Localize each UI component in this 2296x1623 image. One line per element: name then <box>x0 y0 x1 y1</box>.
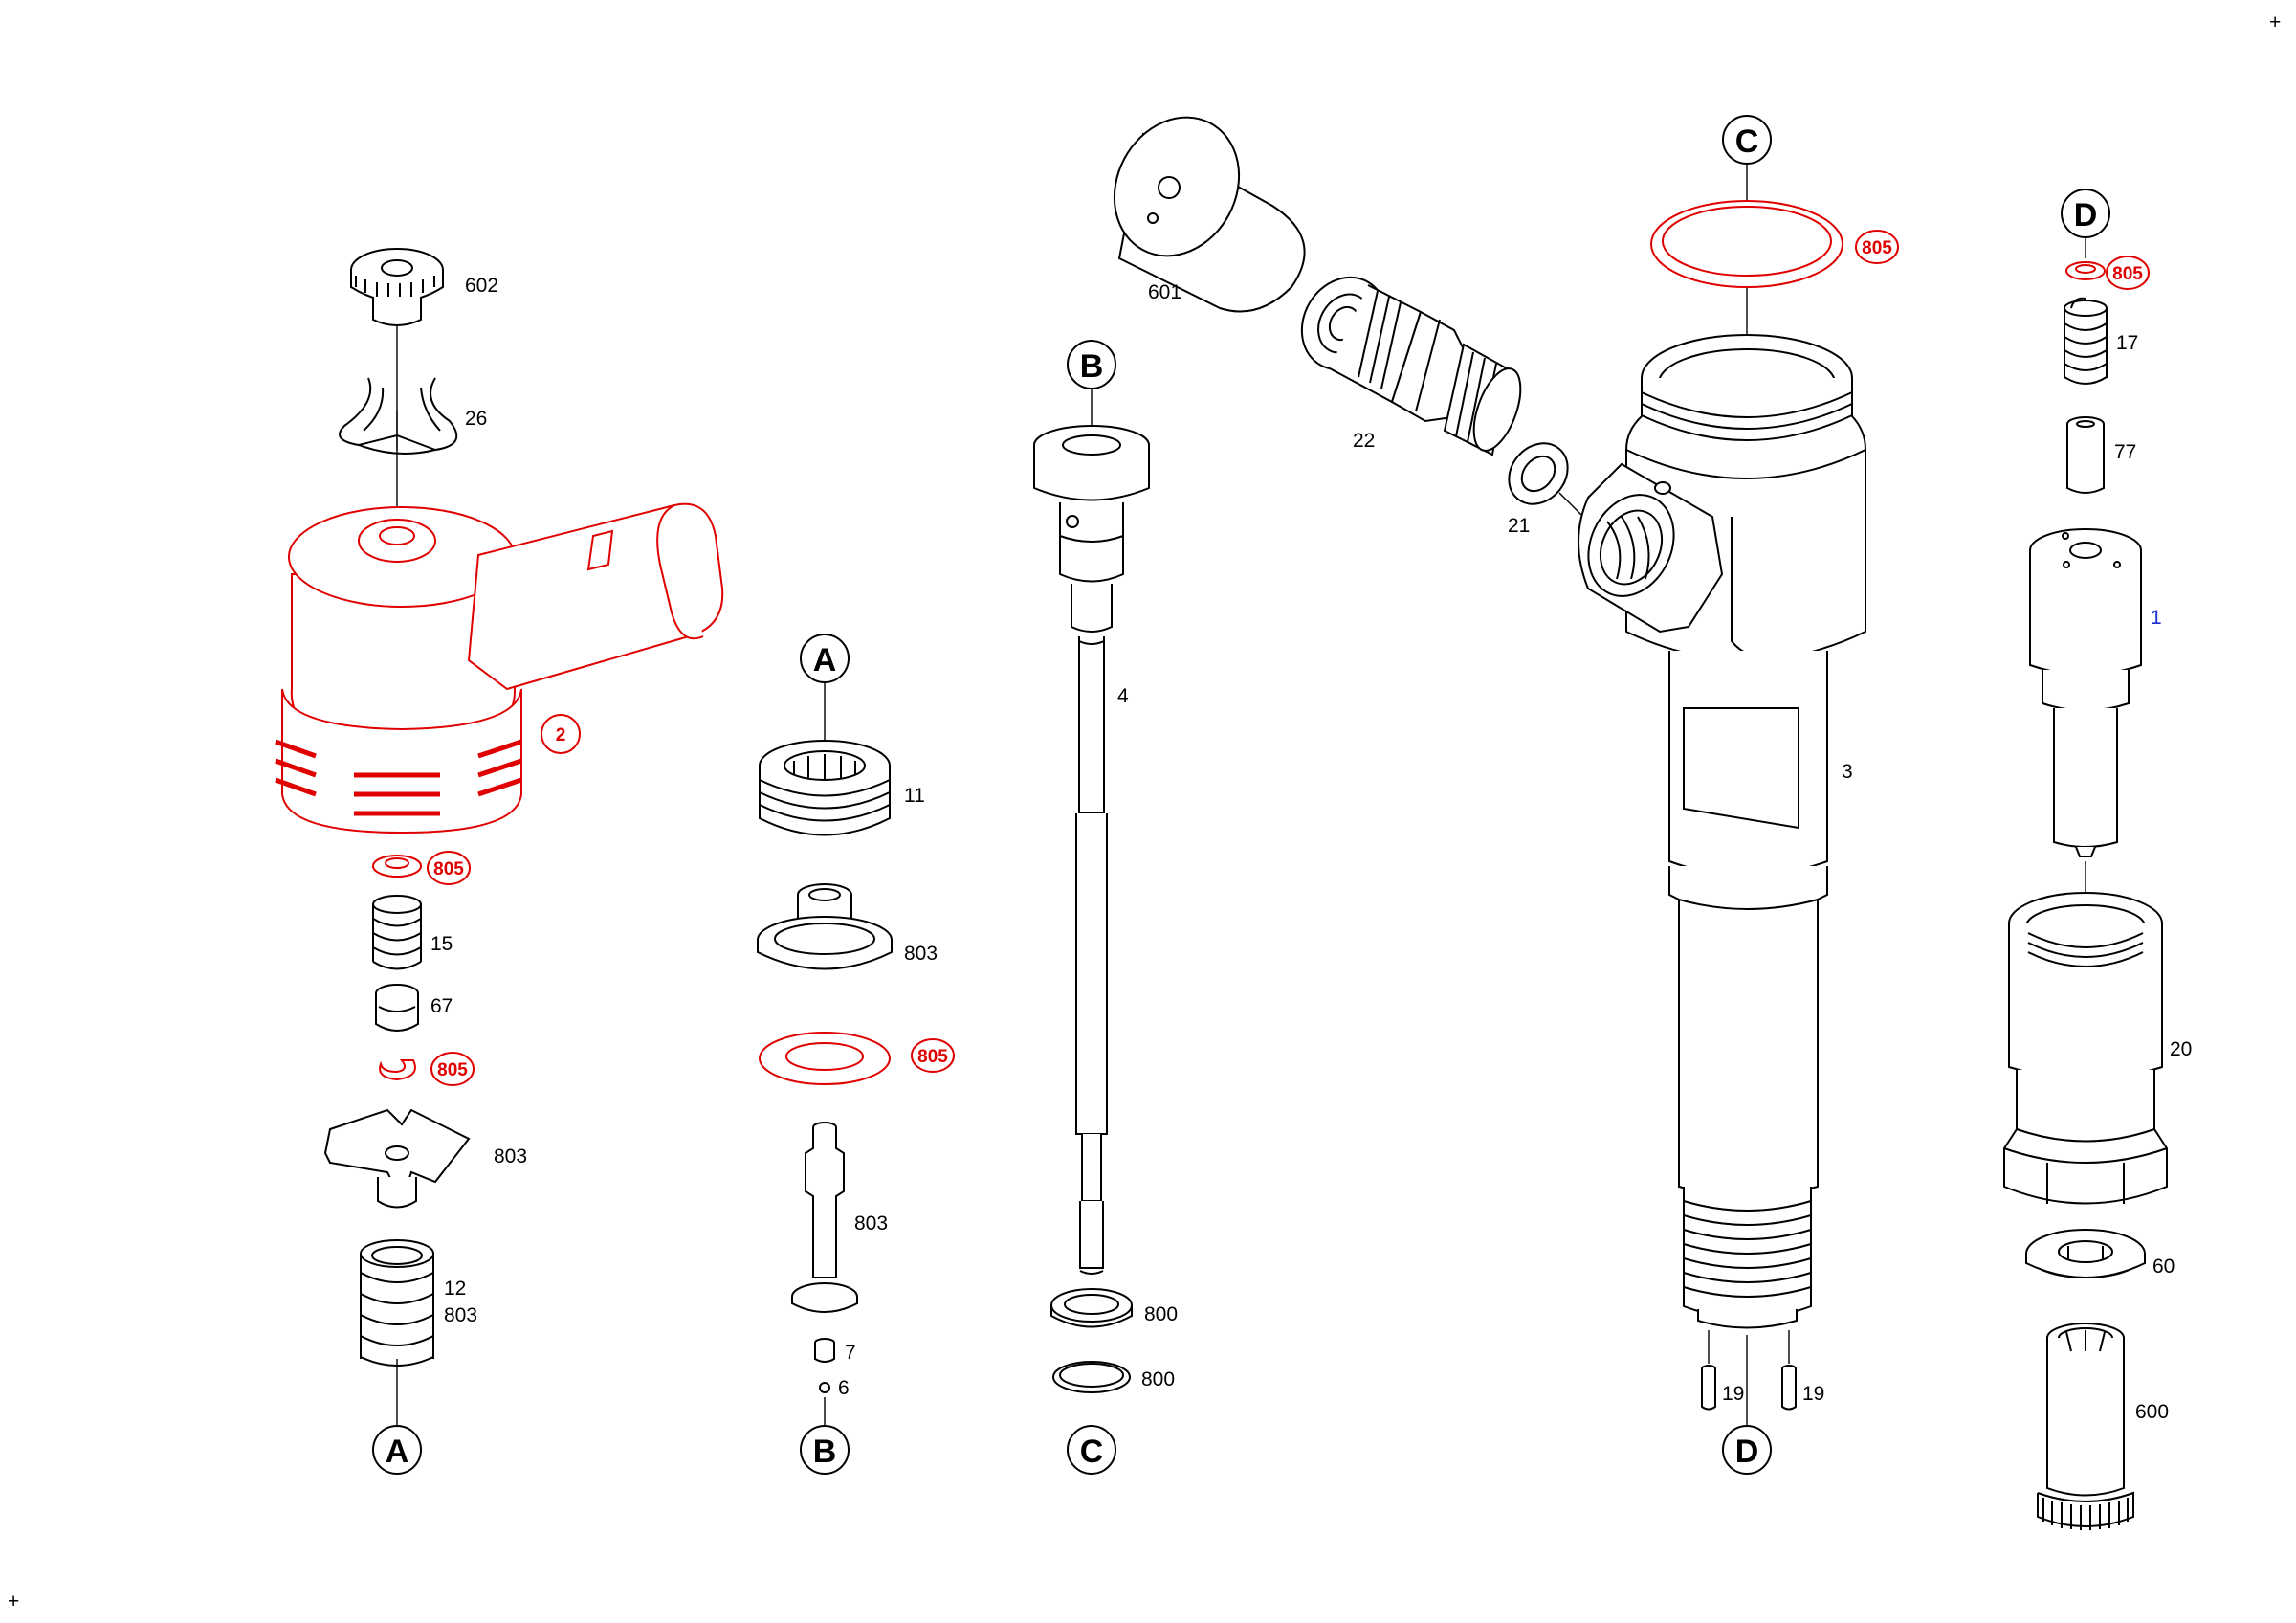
part-20-retaining-nut[interactable] <box>2003 892 2168 1205</box>
part-77-sleeve[interactable] <box>2066 416 2105 494</box>
part-label-6: 6 <box>838 1377 850 1399</box>
part-label-601: 601 <box>1148 281 1181 303</box>
callout-805-5[interactable]: 805 <box>2106 256 2150 290</box>
part-label-7: 7 <box>845 1342 856 1364</box>
part-601-cap[interactable] <box>1091 96 1306 313</box>
part-label-805: 805 <box>917 1047 948 1067</box>
part-2-connector-housing[interactable] <box>275 502 724 834</box>
part-label-19: 19 <box>1802 1383 1824 1405</box>
svg-text:C: C <box>1735 123 1759 160</box>
part-label-21: 21 <box>1508 515 1530 537</box>
svg-text:A: A <box>386 1434 409 1470</box>
part-label-4: 4 <box>1117 685 1129 707</box>
part-805-ring-2[interactable] <box>379 1059 416 1081</box>
part-label-20: 20 <box>2170 1038 2192 1060</box>
part-label-12: 12 <box>444 1278 466 1300</box>
corner-mark-bottom-left: + <box>8 1590 19 1612</box>
callout-2[interactable]: 2 <box>541 714 581 754</box>
callout-805-4[interactable]: 805 <box>1855 230 1899 264</box>
part-label-800: 800 <box>1141 1368 1175 1390</box>
part-label-77: 77 <box>2114 441 2136 463</box>
part-6-ball[interactable] <box>819 1382 830 1393</box>
part-11-threaded-ring[interactable] <box>759 740 891 836</box>
svg-text:A: A <box>813 642 837 678</box>
corner-mark-top-right: + <box>2269 11 2281 33</box>
callout-805-3[interactable]: 805 <box>911 1038 955 1073</box>
part-label-803: 803 <box>444 1304 477 1326</box>
part-805-washer-3[interactable] <box>759 1032 891 1085</box>
svg-text:B: B <box>1080 348 1104 385</box>
assembly-column-5: D 805 17 77 <box>2003 189 2192 1530</box>
part-label-803: 803 <box>494 1145 527 1167</box>
part-label-800: 800 <box>1144 1303 1178 1325</box>
part-805-washer-1[interactable] <box>372 855 422 878</box>
part-803-plate[interactable] <box>323 1108 471 1209</box>
callout-805-1[interactable]: 805 <box>427 851 471 885</box>
part-label-805: 805 <box>433 859 464 879</box>
part-1-nozzle[interactable] <box>2029 528 2142 857</box>
part-600-sleeve[interactable] <box>2037 1323 2134 1530</box>
part-805-seal-ring-4[interactable] <box>1650 200 1843 288</box>
part-label-602: 602 <box>465 275 498 297</box>
svg-text:D: D <box>1735 1434 1759 1470</box>
assembly-column-4: 601 22 21 C <box>1091 96 1899 1475</box>
ref-marker-b-bottom[interactable]: B <box>800 1425 850 1475</box>
svg-text:C: C <box>1080 1434 1104 1470</box>
part-label-600: 600 <box>2135 1401 2169 1423</box>
ref-marker-b-top[interactable]: B <box>1067 340 1116 389</box>
callout-805-2[interactable]: 805 <box>430 1052 475 1086</box>
assembly-column-2: A 11 803 805 <box>757 634 955 1475</box>
ref-marker-c-bottom[interactable]: C <box>1067 1425 1116 1475</box>
part-17-spring[interactable] <box>2064 297 2108 385</box>
part-15-spring[interactable] <box>372 895 422 970</box>
part-label-805: 805 <box>437 1060 468 1080</box>
part-label-11: 11 <box>904 785 925 807</box>
part-label-805: 805 <box>1862 238 1892 258</box>
part-label-3: 3 <box>1842 761 1853 783</box>
svg-text:B: B <box>813 1434 837 1470</box>
part-19-pin-right[interactable] <box>1781 1330 1797 1411</box>
part-label-805: 805 <box>2112 264 2143 284</box>
part-3-injector-body[interactable] <box>1573 334 1866 1329</box>
ref-marker-c-top[interactable]: C <box>1722 115 1772 165</box>
part-21-washer[interactable] <box>1497 432 1580 516</box>
part-label-17: 17 <box>2116 332 2138 354</box>
part-26-clip[interactable] <box>339 377 458 455</box>
part-label-67: 67 <box>430 995 453 1017</box>
part-label-1: 1 <box>2151 607 2162 629</box>
svg-text:D: D <box>2074 197 2098 233</box>
part-label-803: 803 <box>904 943 938 965</box>
part-60-washer[interactable] <box>2025 1229 2146 1278</box>
part-label-803: 803 <box>854 1212 888 1234</box>
part-7[interactable] <box>814 1338 835 1363</box>
part-19-pin-left[interactable] <box>1701 1330 1716 1411</box>
part-label-15: 15 <box>430 933 453 955</box>
part-12-spring[interactable] <box>360 1239 434 1367</box>
part-label-2: 2 <box>556 725 566 745</box>
part-label-60: 60 <box>2152 1256 2175 1278</box>
assembly-column-1: 602 26 2 805 <box>275 248 724 1475</box>
part-label-26: 26 <box>465 408 487 430</box>
part-805-washer-5[interactable] <box>2065 261 2106 280</box>
part-800-ring-1[interactable] <box>1050 1288 1133 1328</box>
part-label-19: 19 <box>1722 1383 1744 1405</box>
part-803-valve-seat[interactable] <box>757 883 893 970</box>
part-602-nut[interactable] <box>350 248 444 326</box>
part-800-ring-2[interactable] <box>1052 1361 1131 1393</box>
part-22-pressure-connector[interactable] <box>1286 262 1531 456</box>
part-67-sleeve[interactable] <box>375 984 419 1032</box>
ref-marker-d-bottom[interactable]: D <box>1722 1425 1772 1475</box>
part-label-22: 22 <box>1353 430 1375 452</box>
ref-marker-a-bottom[interactable]: A <box>372 1425 422 1475</box>
ref-marker-d-top[interactable]: D <box>2061 189 2110 238</box>
assembly-column-3: B 4 800 80 <box>1033 340 1178 1475</box>
part-803-pin[interactable] <box>791 1122 858 1313</box>
ref-marker-a-top[interactable]: A <box>800 634 850 683</box>
part-4-valve-piston[interactable] <box>1033 425 1150 1275</box>
